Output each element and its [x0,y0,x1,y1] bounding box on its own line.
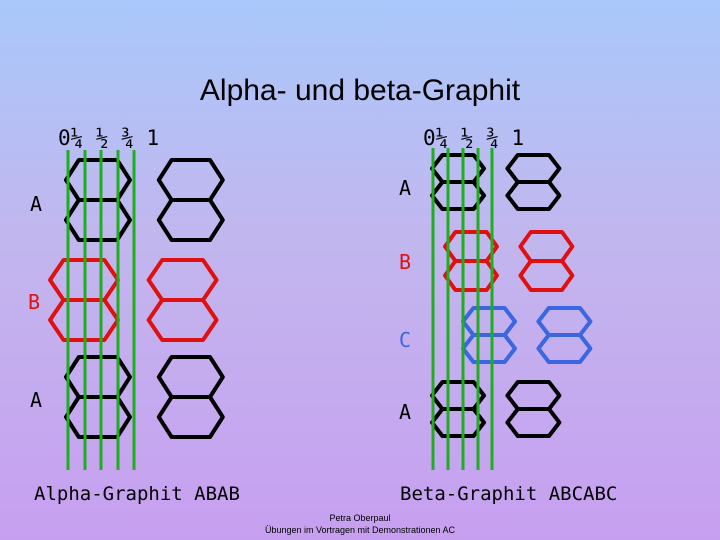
right-layer-a-top-hexagon [430,180,486,211]
left-layer-b-hexagon [146,298,219,342]
right-layer-b-hexagon [518,259,575,292]
right-layer-a-bottom-hexagon [430,407,486,438]
slide-title: Alpha- und beta-Graphit [199,74,521,107]
right-layer-a-top [430,153,562,211]
left-layer-a-bottom-hexagon [156,395,225,439]
right-layer-a-bottom-hexagon [505,380,562,411]
footer-author: Petra Oberpaul [329,513,391,523]
right-layer-c [461,306,593,364]
right-layer-label-a2: A [399,400,412,424]
left-layer-b-hexagon [48,298,120,342]
right-layer-label-c: C [399,328,412,352]
left-layer-b-hexagon [146,258,219,302]
right-layer-a-bottom-hexagon [505,407,562,438]
left-layer-a-bottom-hexagon [64,355,132,399]
right-layer-b-hexagon [443,259,499,292]
left-layer-label-a2: A [30,388,43,412]
right-layer-c-hexagon [461,306,517,337]
left-layer-a-top-hexagon [64,158,132,202]
right-layer-a-top-hexagon [505,180,562,211]
left-layer-label-b: B [28,290,41,314]
right-scale-labels: 0¼ ½ ¾ 1 [423,126,525,150]
left-layer-a-bottom [64,355,225,439]
left-layer-a-bottom-hexagon [64,395,132,439]
left-caption: Alpha-Graphit ABAB [34,483,240,505]
left-scale-labels: 0¼ ½ ¾ 1 [58,126,160,150]
right-layer-a-top-hexagon [505,153,562,184]
right-layer-label-b: B [399,250,412,274]
right-layer-b [443,230,575,292]
left-layer-label-a1: A [30,192,43,216]
right-layer-b-hexagon [443,230,499,263]
right-layer-b-hexagon [518,230,575,263]
right-layer-a-top-hexagon [430,153,486,184]
left-layer-a-top-hexagon [64,198,132,242]
right-layer-c-hexagon [536,306,593,337]
left-layer-b [48,258,219,342]
right-layer-c-hexagon [461,333,517,364]
left-layer-a-bottom-hexagon [156,355,225,399]
right-caption: Beta-Graphit ABCABC [400,483,618,505]
right-layer-label-a1: A [399,176,412,200]
right-layer-a-bottom-hexagon [430,380,486,411]
left-layer-a-top-hexagon [156,158,225,202]
right-layer-c-hexagon [536,333,593,364]
right-layer-a-bottom [430,380,562,438]
left-layer-a-top [64,158,225,242]
left-layer-a-top-hexagon [156,198,225,242]
footer-course: Übungen im Vortragen mit Demonstrationen… [264,525,456,535]
